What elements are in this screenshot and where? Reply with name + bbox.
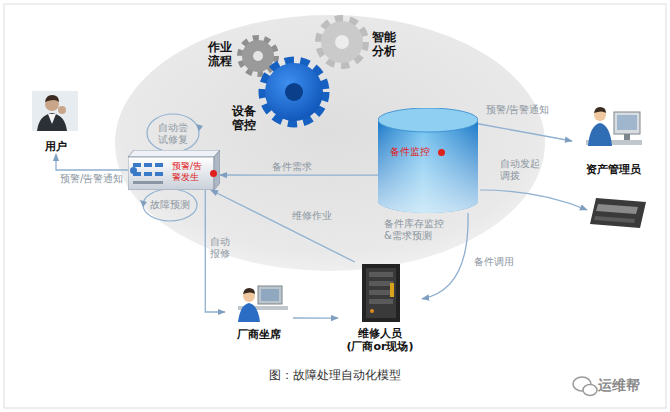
disk-device bbox=[590, 198, 646, 228]
connector bbox=[293, 317, 338, 318]
edge-label: 预警/告警通知 bbox=[486, 104, 549, 116]
wechat-icon bbox=[573, 377, 597, 396]
cabinet-icon bbox=[362, 264, 400, 322]
cylinder-shape bbox=[378, 108, 478, 213]
admin-node: 资产管理员 bbox=[572, 105, 654, 177]
caption: 图：故障处理自动化模型 bbox=[215, 368, 455, 382]
note-label: 备件库存监控&需求预测 bbox=[384, 218, 450, 242]
transfer-arrow bbox=[480, 190, 587, 210]
frame bbox=[4, 4, 666, 408]
gear-label: 设备管控 bbox=[232, 104, 258, 132]
server-device: 预警/告警发生 bbox=[128, 150, 220, 190]
gear-label: 作业流程 bbox=[208, 40, 234, 68]
ground-ellipse bbox=[115, 15, 545, 271]
node-text: 预警/告警发生 bbox=[172, 161, 209, 183]
database-cylinder: 备件监控 bbox=[378, 108, 478, 213]
alarm-dot bbox=[210, 170, 217, 177]
connector bbox=[211, 190, 355, 262]
edge-label: 预警/告警通知 bbox=[60, 173, 123, 185]
user-node: 用户 bbox=[30, 92, 82, 154]
arrow-label: 自动发起调拨 bbox=[500, 158, 544, 182]
link-dot bbox=[130, 167, 137, 174]
edge-label: 自动报修 bbox=[210, 236, 232, 260]
node-text: 备件监控 bbox=[390, 146, 478, 158]
node-text: 用户 bbox=[45, 140, 67, 153]
node-text: 厂商坐席 bbox=[237, 328, 281, 341]
edge-label: 备件调用 bbox=[474, 256, 514, 268]
connector bbox=[56, 154, 128, 170]
loop-repair bbox=[147, 114, 203, 152]
node-text: 资产管理员 bbox=[586, 163, 641, 176]
watermark: 运维帮 bbox=[598, 377, 640, 393]
alarm-dot bbox=[438, 149, 445, 156]
repair-staff-node: 维修人员 (厂商or现场) bbox=[338, 262, 422, 354]
connector bbox=[220, 174, 378, 175]
vendor-seat-icon bbox=[238, 286, 288, 322]
vendor-seat-node: 厂商坐席 bbox=[225, 282, 293, 342]
edge-label: 备件需求 bbox=[272, 161, 312, 173]
connector bbox=[478, 124, 572, 141]
asset-admin-icon bbox=[586, 107, 642, 146]
loop-label: 自动尝试修复 bbox=[158, 122, 190, 146]
node-text: 维修人员 (厂商or现场) bbox=[338, 327, 422, 353]
gear-label: 智能分析 bbox=[372, 30, 398, 58]
edge-label: 维修作业 bbox=[292, 210, 332, 222]
gear-light bbox=[319, 19, 365, 65]
gear-small bbox=[240, 38, 276, 74]
loop-predict bbox=[140, 189, 197, 221]
loop-label: 故障预测 bbox=[150, 199, 190, 211]
gear-blue bbox=[263, 61, 325, 123]
user-photo bbox=[32, 91, 78, 131]
